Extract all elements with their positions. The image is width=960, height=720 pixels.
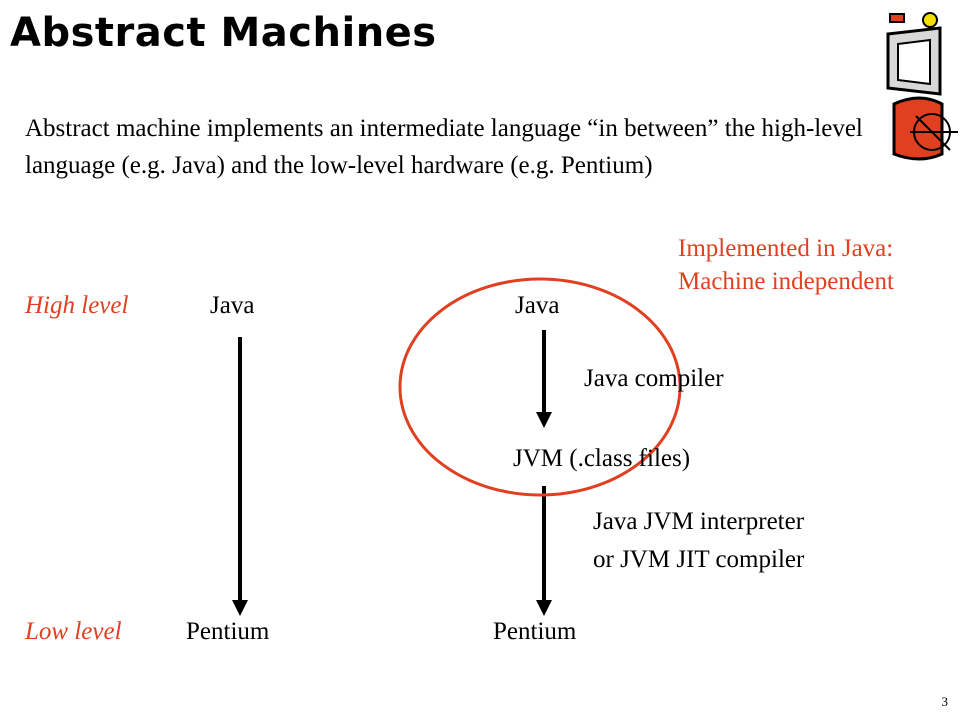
slide-paragraph: Abstract machine implements an intermedi… [25,115,863,179]
left-top-java: Java [210,292,255,319]
slide-title: Abstract Machines [10,10,437,56]
page-number: 3 [941,694,949,709]
low-level-label: Low level [25,618,122,645]
left-arrow-head [232,600,248,616]
note-line-1: Implemented in Java: [678,235,894,262]
interpreter-line-2: or JVM JIT compiler [593,546,805,573]
interpreter-arrow-head [536,600,552,616]
compiler-label: Java compiler [584,365,724,392]
compiler-arrow-head [536,412,552,428]
high-level-label: High level [25,292,129,319]
right-top-java: Java [515,292,560,319]
note-line-2: Machine independent [678,268,894,295]
interpreter-line-1: Java JVM interpreter [593,508,805,535]
machine-independent-ellipse [398,277,682,497]
iaik-logo-icon [886,12,958,161]
right-bottom-pentium: Pentium [493,618,577,645]
note-box: Implemented in Java: Machine independent [678,232,894,298]
left-bottom-pentium: Pentium [186,618,270,645]
jvm-label: JVM (.class files) [513,445,691,472]
